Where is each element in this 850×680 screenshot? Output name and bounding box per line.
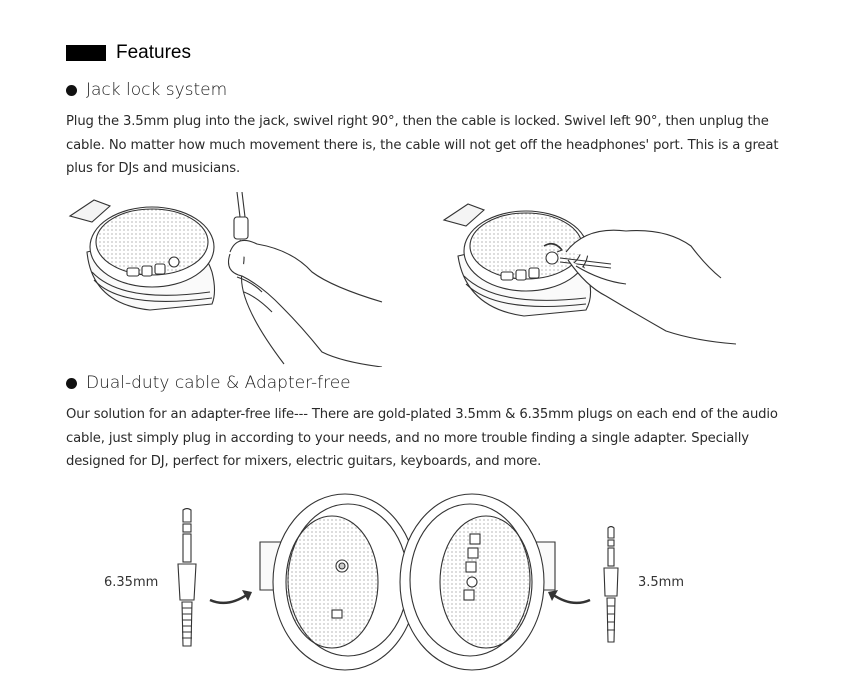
bullet-icon	[66, 377, 77, 389]
features-marker	[66, 45, 106, 61]
section-dual-duty-title: Dual-duty cable & Adapter-free	[66, 373, 351, 393]
arrow-right-icon	[209, 590, 252, 605]
section-title-text: Jack lock system	[86, 80, 228, 100]
section-dual-duty-body: Our solution for an adapter-free life---…	[66, 407, 778, 469]
features-header: Features	[66, 40, 191, 66]
plug-35mm-label: 3.5mm	[638, 575, 685, 590]
section-jack-lock-body: Plug the 3.5mm plug into the jack, swive…	[66, 114, 779, 176]
arrow-left-icon	[548, 590, 591, 605]
plug-635mm-icon	[177, 508, 197, 647]
jack-lock-illustration	[442, 203, 736, 345]
bullet-icon	[66, 84, 77, 96]
headphones-front-illustration	[259, 493, 556, 671]
section-title-text: Dual-duty cable & Adapter-free	[86, 373, 351, 393]
section-jack-lock-title: Jack lock system	[66, 80, 227, 100]
plug-635mm-label: 6.35mm	[104, 575, 159, 590]
features-title: Features	[116, 42, 191, 63]
jack-plug-in-illustration	[68, 192, 383, 367]
plug-35mm-icon	[603, 526, 619, 643]
